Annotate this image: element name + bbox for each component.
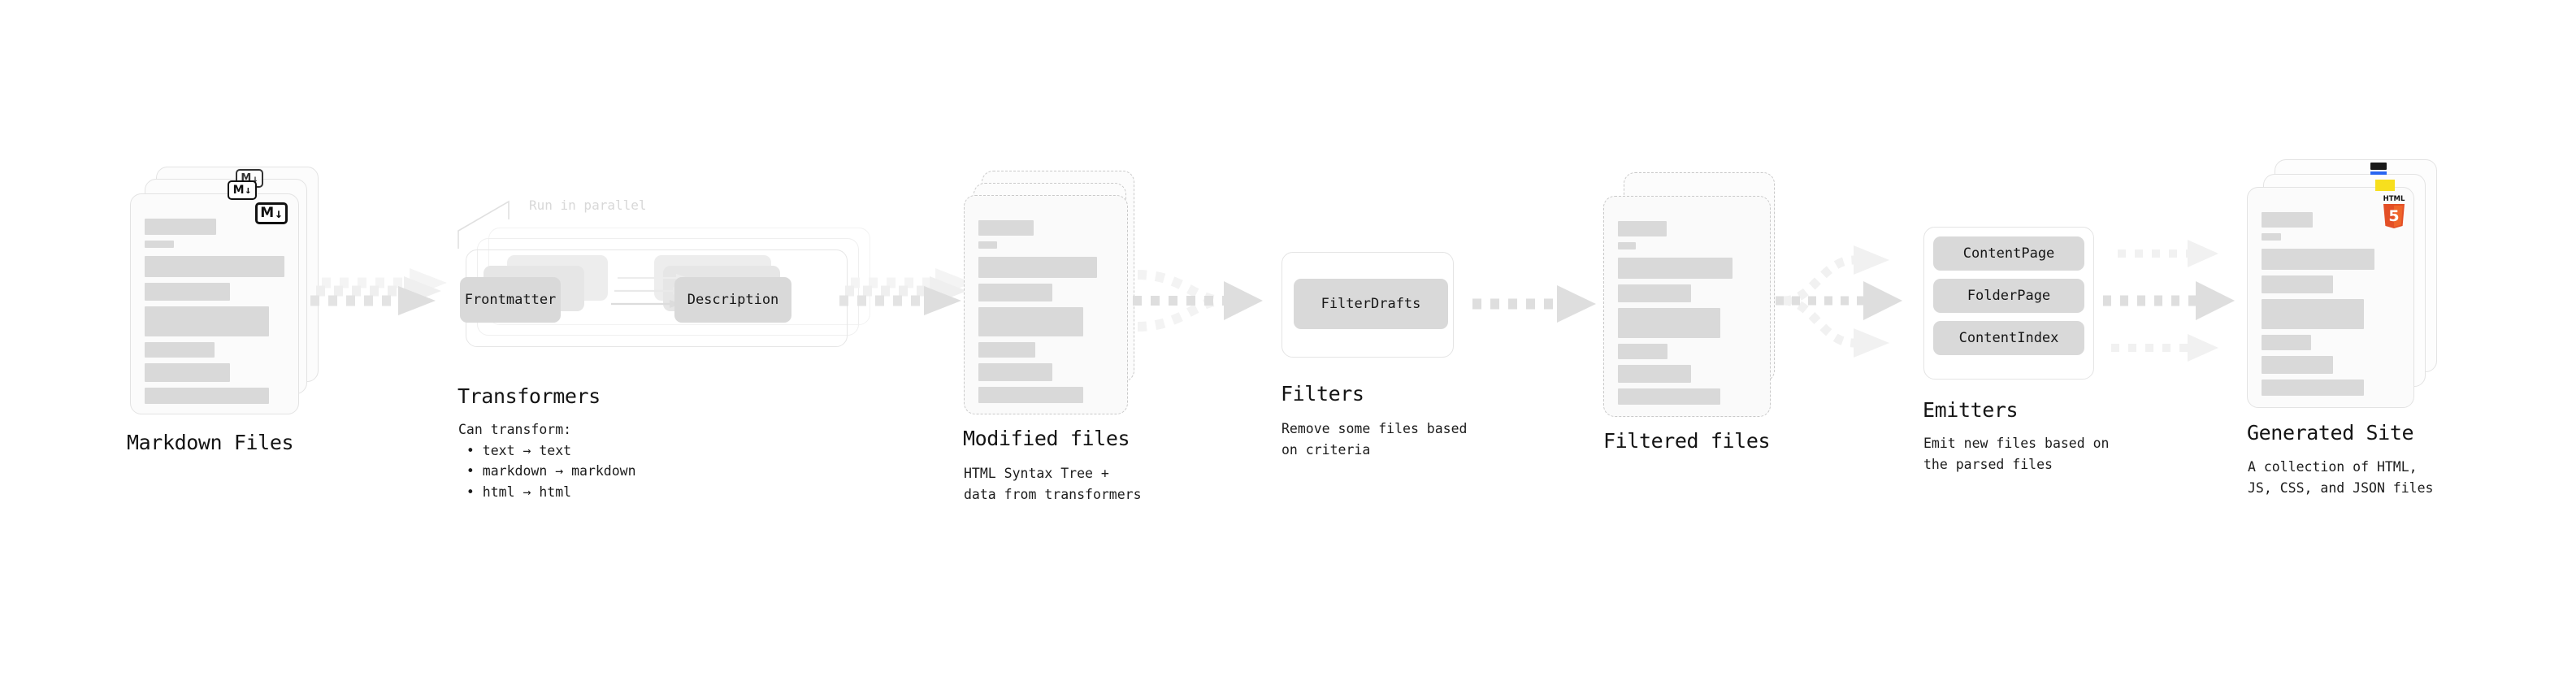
document-skeleton-lines (2262, 212, 2400, 401)
transformer-chip-frontmatter[interactable]: Frontmatter (460, 277, 561, 323)
stage-title-filters: Filters (1281, 382, 1364, 406)
emitter-chip-contentpage[interactable]: ContentPage (1933, 236, 2084, 271)
run-in-parallel-note: Run in parallel (529, 197, 647, 213)
css3-logo-icon (2370, 163, 2387, 175)
document-skeleton-lines (978, 220, 1113, 409)
stage-title-generated-site: Generated Site (2247, 421, 2414, 445)
connector-modified-files-to-filters (1133, 270, 1263, 332)
connector-markdown-to-transformers (310, 268, 447, 315)
markdown-logo-icon: M ↓ (255, 202, 288, 224)
emitter-chip-folderpage[interactable]: FolderPage (1933, 279, 2084, 313)
connector-transformers-to-modified-files (839, 268, 973, 315)
stage-title-transformers: Transformers (458, 384, 601, 408)
markdown-logo-arrow: ↓ (252, 172, 258, 184)
html5-logo-icon: HTML 5 (2383, 195, 2405, 228)
markdown-logo-letter: M (232, 184, 245, 197)
connector-emitters-to-generated-site (2103, 240, 2235, 362)
document-skeleton-lines (1618, 221, 1756, 410)
stage-subtitle-generated-site: A collection of HTML, JS, CSS, and JSON … (2248, 459, 2434, 496)
transformer-chip-description[interactable]: Description (674, 277, 791, 323)
connector-filtered-files-to-emitters (1776, 245, 1902, 358)
filter-chip-filterdrafts[interactable]: FilterDrafts (1294, 279, 1448, 329)
filtered-file-card-front (1603, 196, 1771, 417)
stage-subtitle-filters: Remove some files based on criteria (1281, 421, 1468, 458)
markdown-logo-arrow: ↓ (275, 205, 283, 221)
stage-subtitle-transformers: Can transform: • text → text • markdown … (458, 422, 636, 500)
stage-title-modified-files: Modified files (963, 427, 1130, 450)
svg-text:5: 5 (2388, 207, 2399, 225)
emitter-chip-contentindex[interactable]: ContentIndex (1933, 321, 2084, 355)
document-skeleton-lines (145, 219, 284, 410)
js-logo-icon (2375, 180, 2395, 191)
markdown-logo-arrow: ↓ (245, 184, 252, 197)
run-in-parallel-leader-line (458, 200, 510, 249)
stage-title-filtered-files: Filtered files (1603, 429, 1771, 453)
modified-file-card-front (964, 195, 1128, 414)
svg-text:HTML: HTML (2383, 195, 2405, 203)
connector-filters-to-filtered-files (1472, 285, 1596, 323)
stage-title-emitters: Emitters (1923, 398, 2019, 422)
stage-subtitle-modified-files: HTML Syntax Tree + data from transformer… (964, 466, 1142, 502)
markdown-logo-letter: M (260, 205, 275, 221)
stage-title-markdown-files: Markdown Files (127, 431, 294, 454)
markdown-logo-mid: M ↓ (228, 180, 257, 200)
stage-subtitle-emitters: Emit new files based on the parsed files (1923, 436, 2110, 472)
markdown-file-card-front (130, 193, 299, 414)
